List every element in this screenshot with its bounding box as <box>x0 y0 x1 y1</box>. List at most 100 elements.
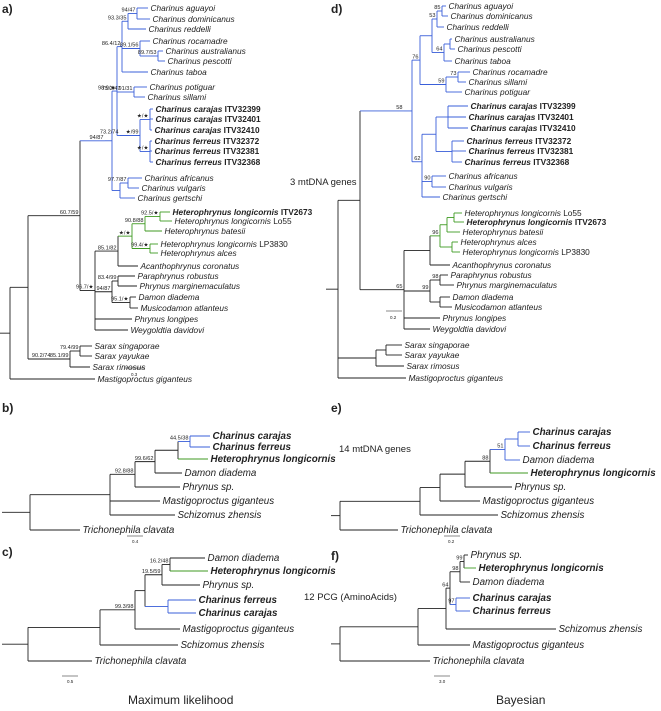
tip-label-schizomus-zhensis: Schizomus zhensis <box>501 510 585 521</box>
tip-species: Charinus carajas <box>471 123 538 133</box>
tip-accession: ITV32372 <box>533 136 572 146</box>
support-value: 85.1/99 <box>50 353 69 359</box>
tip-accession: ITV32399 <box>537 101 576 111</box>
tip-label-charinus-reddelli: Charinus reddelli <box>447 22 510 32</box>
tip-label-trichonephila-clavata: Trichonephila clavata <box>83 525 175 536</box>
tip-species: Schizomus zhensis <box>501 510 585 521</box>
tip-label-charinus-ferreus: Charinus ferreus ITV32381 <box>155 146 260 156</box>
support-value: 16.2/48 <box>150 559 169 565</box>
tip-species: Phrynus sp. <box>203 580 255 591</box>
tip-label-trichonephila-clavata: Trichonephila clavata <box>433 656 525 667</box>
tip-species: Heterophrynus longicornis <box>211 566 337 577</box>
tip-accession: ITV32381 <box>535 146 574 156</box>
panel-label-b: b) <box>2 401 13 415</box>
tip-accession: ITV32399 <box>222 104 261 114</box>
tip-species: Trichonephila clavata <box>401 525 493 536</box>
dataset-label-12-pcg: 12 PCG (AminoAcids) <box>304 592 397 603</box>
support-value: 75.2/47 <box>102 86 121 92</box>
tip-species: Mastigoproctus giganteus <box>483 496 595 507</box>
tip-label-charinus-gertschi: Charinus gertschi <box>443 192 509 202</box>
tip-species: Damon diadema <box>523 455 595 466</box>
tip-species: Acanthophrynus coronatus <box>140 261 240 271</box>
scale-label-d: 0.2 <box>390 315 397 320</box>
tip-species: Charinus carajas <box>156 114 223 124</box>
tip-label-charinus-ferreus: Charinus ferreus <box>199 595 278 606</box>
support-value: 64 <box>442 582 448 588</box>
support-value: 60.7/59 <box>60 210 79 216</box>
tip-species: Sarax yayukae <box>405 350 460 360</box>
tip-label-charinus-ferreus: Charinus ferreus ITV32372 <box>155 136 260 146</box>
panel-label-f: f) <box>331 549 339 563</box>
tip-label-charinus-vulgaris: Charinus vulgaris <box>449 182 513 192</box>
support-value: 90 <box>424 176 430 182</box>
tip-species: Heterophrynus longicornis <box>467 217 573 227</box>
tip-species: Acanthophrynus coronatus <box>452 260 552 270</box>
tip-accession: ITV2673 <box>573 217 607 227</box>
tip-species: Trichonephila clavata <box>83 525 175 536</box>
tip-label-phrynus-longipes: Phrynus longipes <box>443 313 507 323</box>
support-value: 99.6/62 <box>135 456 154 462</box>
tip-species: Heterophrynus longicornis <box>463 247 559 257</box>
tip-species: Charinus africanus <box>145 173 214 183</box>
tip-label-charinus-aguayoi: Charinus aguayoi <box>151 3 217 13</box>
tip-species: Charinus vulgaris <box>142 183 206 193</box>
tip-label-charinus-potiguar: Charinus potiguar <box>465 87 532 97</box>
scale-bar-d: 0.2 <box>386 310 402 320</box>
support-value: 92.8/88 <box>115 469 134 475</box>
tip-label-charinus-africanus: Charinus africanus <box>449 171 518 181</box>
tip-label-phrynus-marginemaculatus: Phrynus marginemaculatus <box>457 280 558 290</box>
method-label-ml: Maximum likelihood <box>128 693 233 707</box>
tip-species: Schizomus zhensis <box>178 510 262 521</box>
support-value: 98 <box>432 274 438 280</box>
tip-label-damon-diadema: Damon diadema <box>453 292 514 302</box>
tip-label-heterophrynus-longicornis: Heterophrynus longicornis LP3830 <box>463 247 591 257</box>
tip-label-charinus-sillami: Charinus sillami <box>469 77 529 87</box>
tip-species: Charinus sillami <box>469 77 529 87</box>
scale-label-b: 0.4 <box>132 539 139 544</box>
support-value: 94/47 <box>122 8 136 14</box>
tip-accession: ITV32401 <box>535 112 574 122</box>
panel-label-d: d) <box>331 2 342 16</box>
tip-accession: ITV32368 <box>531 157 570 167</box>
tip-accession: Lo55 <box>271 216 292 226</box>
tip-species: Charinus taboa <box>455 56 512 66</box>
support-value: 96 <box>432 230 438 236</box>
method-label-bayes: Bayesian <box>496 693 545 707</box>
tip-label-charinus-carajas: Charinus carajas ITV32410 <box>155 125 261 135</box>
tip-species: Damon diadema <box>473 577 545 588</box>
tip-species: Phrynus longipes <box>443 313 507 323</box>
tip-species: Phrynus sp. <box>183 482 235 493</box>
tip-species: Charinus reddelli <box>447 22 510 32</box>
tip-label-damon-diadema: Damon diadema <box>139 292 200 302</box>
tip-species: Phrynus sp. <box>515 482 567 493</box>
tip-species: Heterophrynus longicornis <box>175 216 271 226</box>
scale-label-e: 0.2 <box>448 539 455 544</box>
tip-label-heterophrynus-longicornis: Heterophrynus longicornis <box>211 454 337 465</box>
tip-species: Charinus gertschi <box>138 193 204 203</box>
tip-label-schizomus-zhensis: Schizomus zhensis <box>181 640 265 651</box>
tip-label-musicodamon-atlanteus: Musicodamon atlanteus <box>455 302 543 312</box>
tip-label-charinus-dominicanus: Charinus dominicanus <box>451 11 533 21</box>
tip-species: Charinus reddelli <box>149 24 212 34</box>
tip-label-heterophrynus-longicornis: Heterophrynus longicornis ITV2673 <box>173 207 313 217</box>
tip-species: Heterophrynus alces <box>161 248 237 258</box>
support-value: 97 <box>448 599 454 605</box>
tip-species: Mastigoproctus giganteus <box>183 624 295 635</box>
tree-a: 94/4793.3/3589.7/5389.1/5686.4/1291/3175… <box>0 3 313 384</box>
tip-species: Heterophrynus longicornis <box>211 454 337 465</box>
tip-label-charinus-carajas: Charinus carajas ITV32410 <box>471 123 577 133</box>
tip-species: Charinus dominicanus <box>153 14 235 24</box>
support-value: 97.7/87 <box>108 177 127 183</box>
tip-label-heterophrynus-alces: Heterophrynus alces <box>461 237 537 247</box>
tip-species: Weygoldtia davidovi <box>131 325 206 335</box>
tip-species: Charinus potiguar <box>465 87 532 97</box>
tip-label-heterophrynus-longicornis: Heterophrynus longicornis Lo55 <box>465 208 583 218</box>
support-value: 90.2/74 <box>32 353 51 359</box>
scale-label-c: 0.5 <box>67 679 74 684</box>
support-value: 89.7/53 <box>138 50 157 56</box>
tip-accession: LP3830 <box>257 239 288 249</box>
tip-species: Charinus aguayoi <box>449 1 515 11</box>
support-value: 44.5/38 <box>170 436 189 442</box>
